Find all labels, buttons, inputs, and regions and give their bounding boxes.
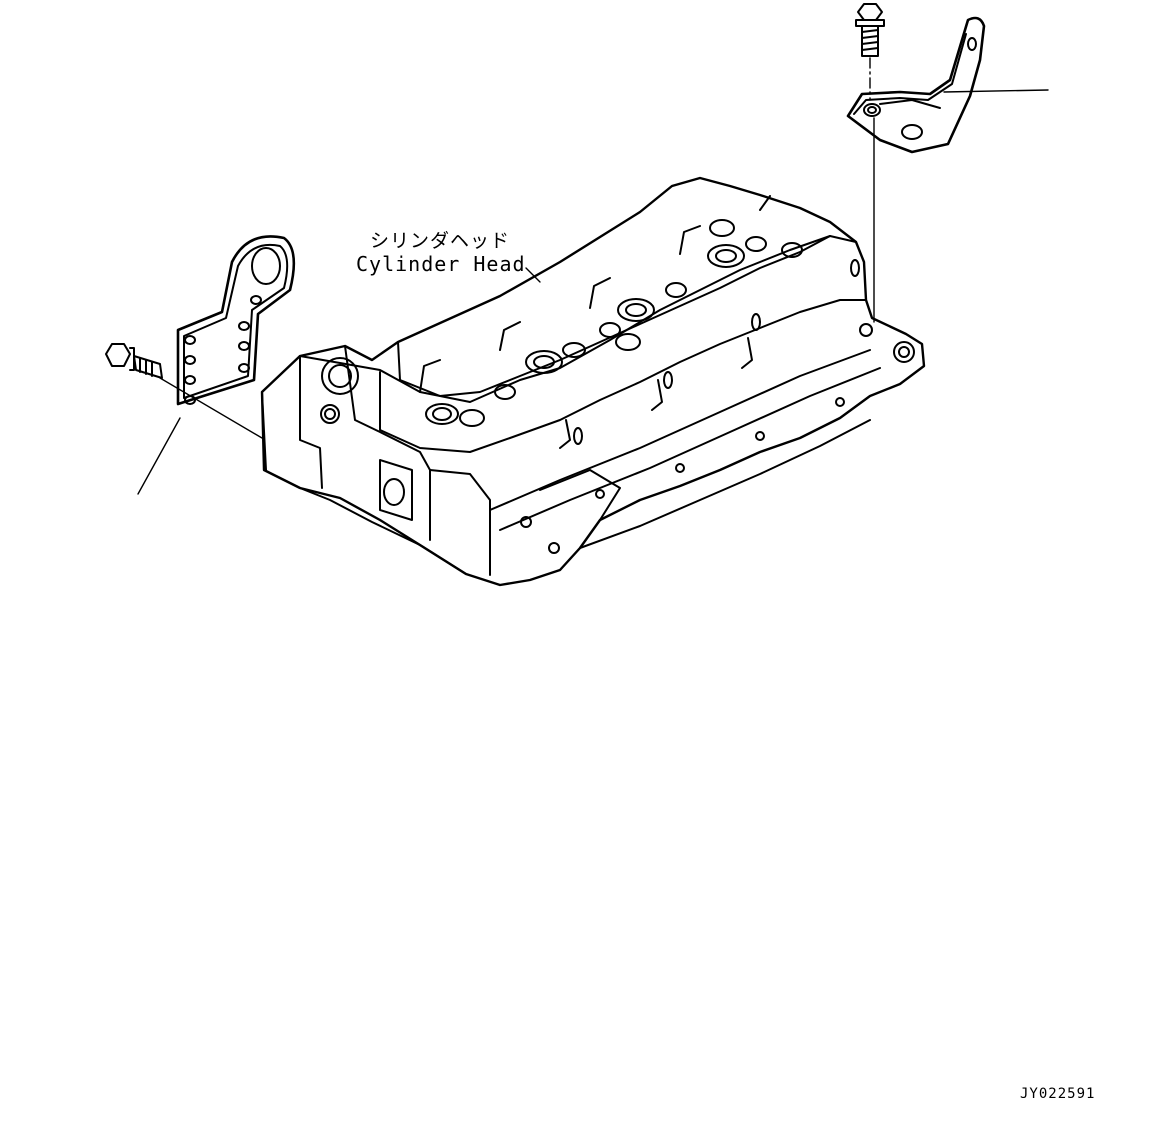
rear-lifting-bracket bbox=[846, 16, 986, 154]
front-bracket-bolt bbox=[105, 343, 163, 379]
drawing-code: JY022591 bbox=[1020, 1086, 1096, 1102]
cylinder-head bbox=[260, 176, 926, 587]
part-label-english: Cylinder Head bbox=[356, 252, 526, 276]
part-label-japanese: シリンダヘッド bbox=[370, 230, 511, 252]
rear-bracket-bolt bbox=[855, 3, 885, 57]
front-lifting-bracket bbox=[176, 235, 296, 406]
leader-lines bbox=[137, 57, 1049, 495]
